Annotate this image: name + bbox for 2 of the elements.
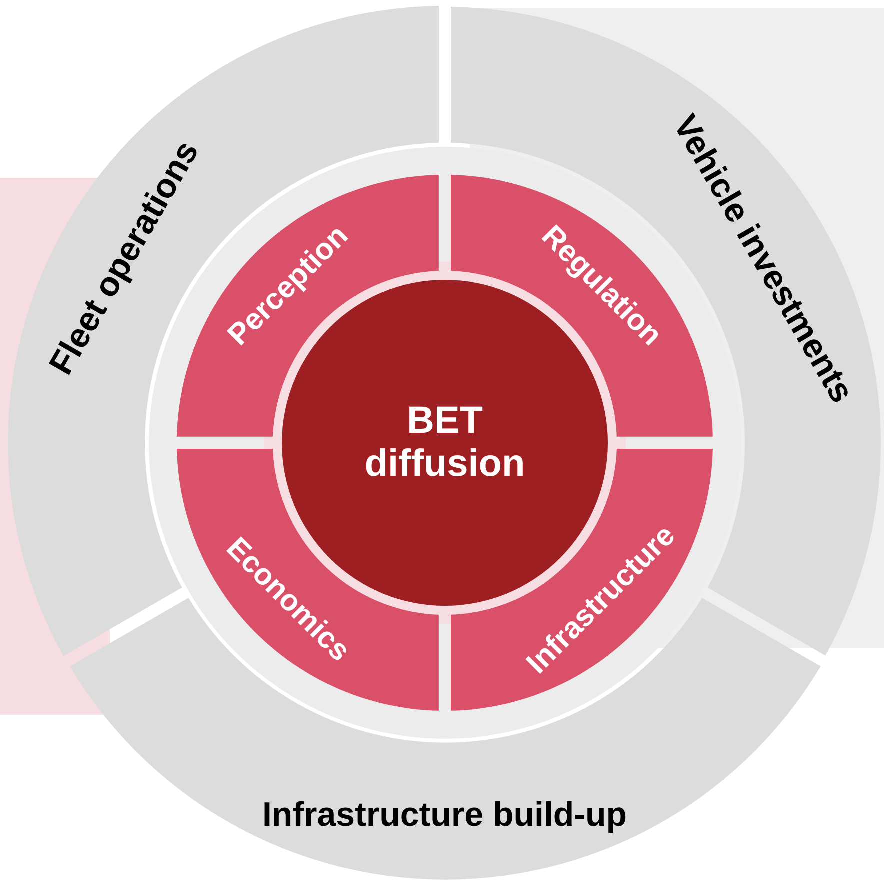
center-label: BET diffusion [364,400,526,487]
segment-label: Infrastructure build-up [262,798,628,832]
